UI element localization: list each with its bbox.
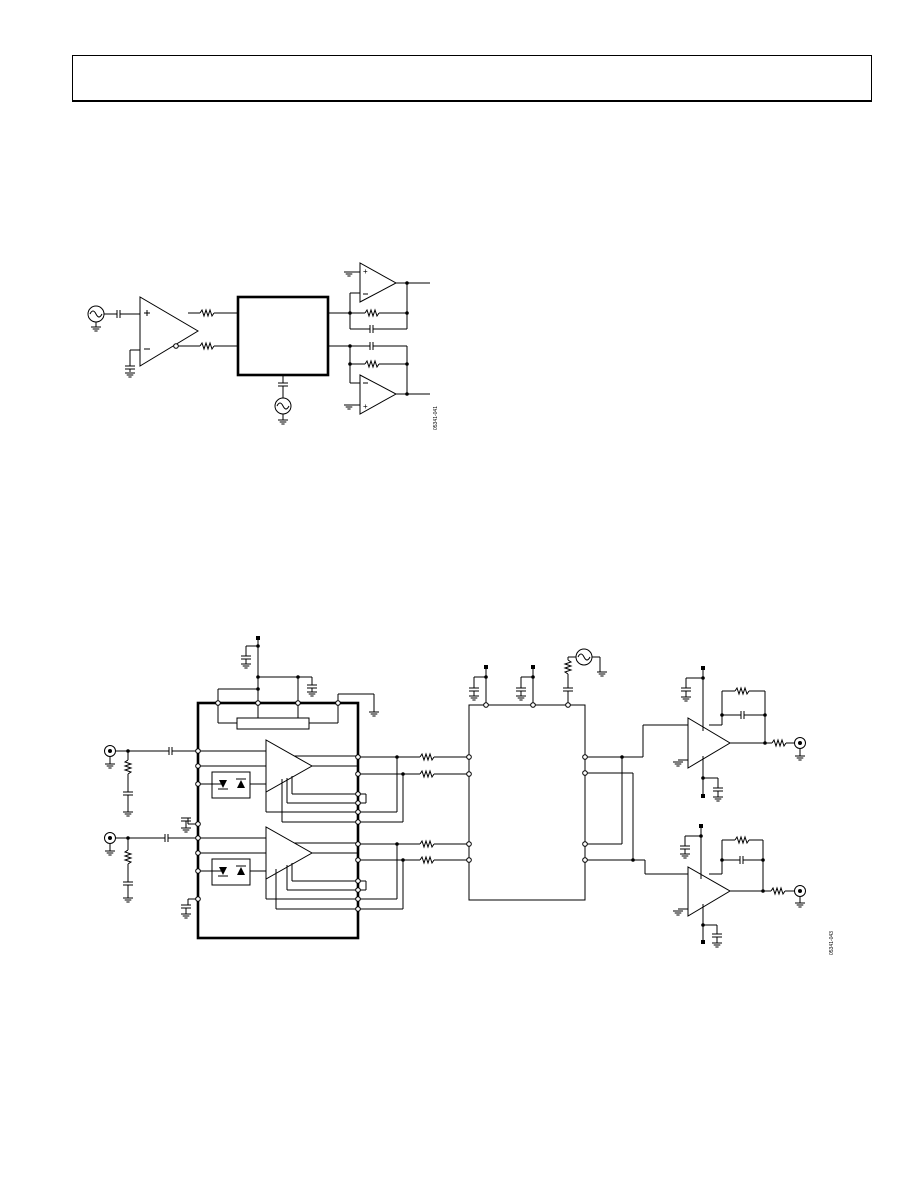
svg-text:+: + [363,402,368,411]
ic-amplifier-a [180,739,358,833]
output-connector-b-icon [794,885,806,897]
input-connector-a-icon [104,745,198,817]
svg-text:+: + [363,267,368,276]
input-driver-amplifier [124,296,238,378]
input-connector-b-icon [104,832,198,903]
figure-id-top: 05341-041 [433,406,439,430]
bottom-schematic: 05341-043 [104,636,835,955]
demodulator-block [466,648,608,901]
dual-amp-ic [196,701,360,940]
output-filter-amps: + [328,262,430,415]
ic-supply-network [215,636,380,730]
mixer-block [236,295,330,377]
mixer-output-wiring [587,724,688,875]
top-schematic: + [87,262,439,430]
output-amplifier-a [672,666,806,802]
output-amplifier-b [672,824,806,948]
signal-source-icon [87,305,140,332]
ic-amplifier-b [180,826,358,919]
figure-id-bottom: 05341-043 [829,931,835,955]
lo-source-icon [274,375,292,425]
output-connector-a-icon [794,737,806,749]
page-header-box [72,55,872,102]
ic-output-pins [355,752,469,912]
